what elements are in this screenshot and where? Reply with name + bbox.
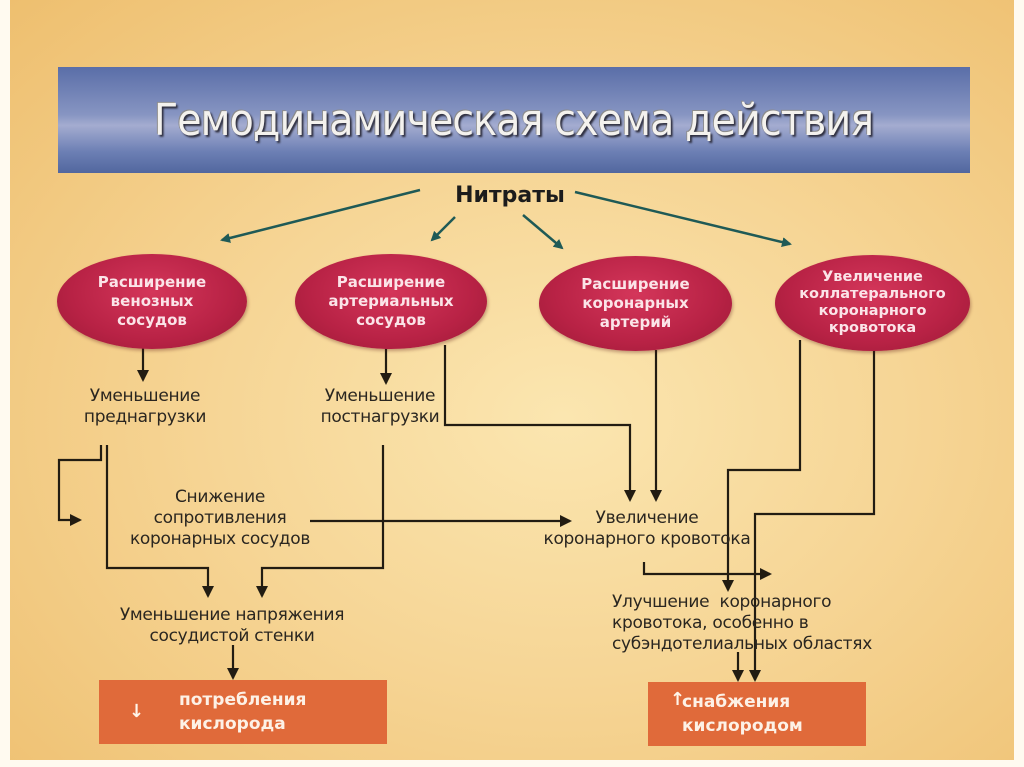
outcome-line: потребления — [179, 690, 307, 710]
effect-line: венозных — [110, 292, 194, 310]
outcome-line: кислорода — [179, 714, 286, 734]
node-line: сопротивления — [153, 508, 287, 528]
root-arrow-arterial — [430, 216, 456, 242]
outcome-oxygen-supply: ↑ снабжения кислородом — [648, 682, 866, 746]
effect-line: артерий — [599, 313, 672, 331]
node-line: Снижение — [174, 487, 266, 507]
node-line: преднагрузки — [83, 407, 207, 427]
arrow-collateral-supply — [749, 350, 876, 682]
root-node-nitrates: Нитраты — [455, 183, 565, 208]
arrow-afterload-tension — [256, 445, 385, 598]
node-coronary-flow-improvement: Улучшение коронарного кровотока, особенн… — [612, 592, 932, 655]
root-arrow-venous — [220, 188, 421, 243]
effect-line: Увеличение — [822, 269, 923, 285]
effect-line: коронарного — [818, 303, 927, 319]
effect-line: Расширение — [97, 273, 207, 291]
effect-line: Расширение — [336, 273, 446, 291]
arrow-arterial-flow — [443, 345, 636, 502]
down-arrow-icon: ↓ — [129, 701, 145, 722]
arrow-collateral-improvement-1 — [722, 340, 802, 592]
effect-line: коллатерального — [799, 286, 946, 302]
effect-arterial-dilation: Расширение артериальных сосудов — [295, 254, 487, 349]
node-line: коронарного кровотока — [543, 529, 751, 549]
outcome-oxygen-consumption: ↓ потребления кислорода — [99, 680, 387, 744]
node-line: Уменьшение — [89, 386, 201, 406]
slide-title: Гемодинамическая схема действия — [154, 94, 874, 146]
node-line: Уменьшение напряжения — [119, 605, 345, 625]
node-afterload-reduction: Уменьшение постнагрузки — [305, 386, 455, 428]
node-line: коронарных сосудов — [129, 529, 311, 549]
node-line: Увеличение — [595, 508, 699, 528]
node-line: Улучшение коронарного — [612, 592, 832, 612]
node-line: субэндотелиальных областях — [612, 634, 872, 654]
effect-line: кровотока — [828, 320, 917, 336]
outcome-line: снабжения — [682, 692, 791, 712]
effect-line: сосудов — [117, 311, 187, 329]
arrow-flow-improvement — [642, 562, 772, 580]
node-line: кровотока, особенно в — [612, 613, 809, 633]
node-wall-tension-reduction: Уменьшение напряжения сосудистой стенки — [92, 605, 372, 647]
title-banner: Гемодинамическая схема действия — [58, 67, 970, 173]
effect-line: Расширение — [581, 275, 690, 293]
effect-line: коронарных — [582, 294, 689, 312]
arrow-preload-tension — [105, 445, 214, 598]
node-line: Уменьшение — [324, 386, 436, 406]
effect-line: сосудов — [356, 311, 426, 329]
effect-coronary-dilation: Расширение коронарных артерий — [539, 256, 732, 351]
node-line: постнагрузки — [320, 407, 440, 427]
root-arrow-coronary — [522, 214, 564, 250]
root-arrow-collateral — [574, 190, 792, 247]
effect-line: артериальных — [328, 292, 454, 310]
node-preload-reduction: Уменьшение преднагрузки — [70, 386, 220, 428]
effect-collateral-flow: Увеличение коллатерального коронарного к… — [775, 255, 970, 351]
effect-venous-dilation: Расширение венозных сосудов — [57, 254, 247, 349]
up-arrow-icon: ↑ — [670, 689, 686, 710]
arrow-preload-resistance — [57, 445, 103, 526]
node-coronary-flow-increase: Увеличение коронарного кровотока — [512, 508, 782, 550]
outcome-line: кислородом — [682, 716, 803, 736]
node-resistance-reduction: Снижение сопротивления коронарных сосудо… — [105, 487, 335, 550]
node-line: сосудистой стенки — [149, 626, 315, 646]
